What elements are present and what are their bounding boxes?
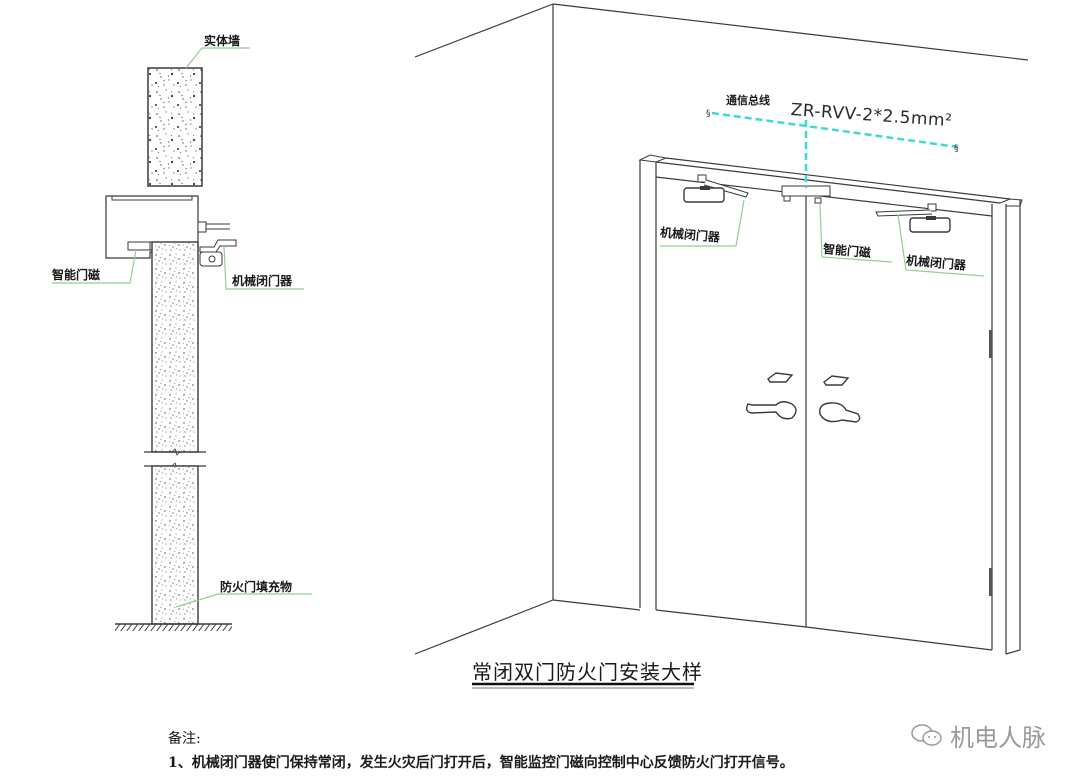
label-door-filler: 防火门填充物 [220, 580, 293, 594]
elevation-view: § § [414, 3, 1029, 689]
left-door-closer [683, 174, 749, 203]
notes-block: 备注: 1、机械闭门器使门保持常闭，发生火灾后门打开后，智能监控门磁向控制中心反… [168, 728, 794, 772]
leader-door-filler [175, 593, 312, 608]
door-leaf-section-upper [151, 241, 199, 453]
svg-text:§: § [706, 109, 711, 119]
leader-door-closer [223, 245, 304, 290]
floor-left-edge [414, 599, 554, 655]
note-item-1: 1、机械闭门器使门保持常闭，发生火灾后门打开后，智能监控门磁向控制中心反馈防火门… [168, 755, 794, 771]
right-door-handle [819, 375, 861, 423]
watermark-text: 机电人脉 [950, 724, 1046, 752]
leader-smart-magnet [52, 249, 137, 284]
label-communication-bus: 通信总线 [726, 94, 770, 107]
right-door-closer [875, 203, 951, 233]
door-leaf-section-lower [151, 465, 199, 625]
communication-bus-line [711, 111, 959, 149]
ceiling-left-edge [414, 3, 554, 58]
label-door-closer: 机械闭门器 [232, 274, 293, 288]
wechat-icon [911, 723, 942, 746]
label-smart-magnet: 智能门磁 [52, 268, 101, 282]
leader-solid-wall [185, 47, 250, 69]
notes-heading: 备注: [168, 731, 201, 747]
left-door-handle [745, 372, 797, 420]
floor-line [552, 599, 641, 611]
leader-left-closer [660, 199, 745, 247]
leader-right-closer [897, 214, 985, 277]
watermark: 机电人脉 [910, 718, 1046, 753]
solid-wall-block [147, 67, 203, 187]
label-solid-wall: 实体墙 [204, 34, 241, 48]
section-view [52, 47, 312, 631]
ceiling-right-edge [552, 3, 1029, 61]
leader-smart-magnet-elev [819, 203, 893, 263]
svg-text:§: § [954, 144, 959, 154]
drawing-title: 常闭双门防火门安装大样 [472, 660, 703, 684]
